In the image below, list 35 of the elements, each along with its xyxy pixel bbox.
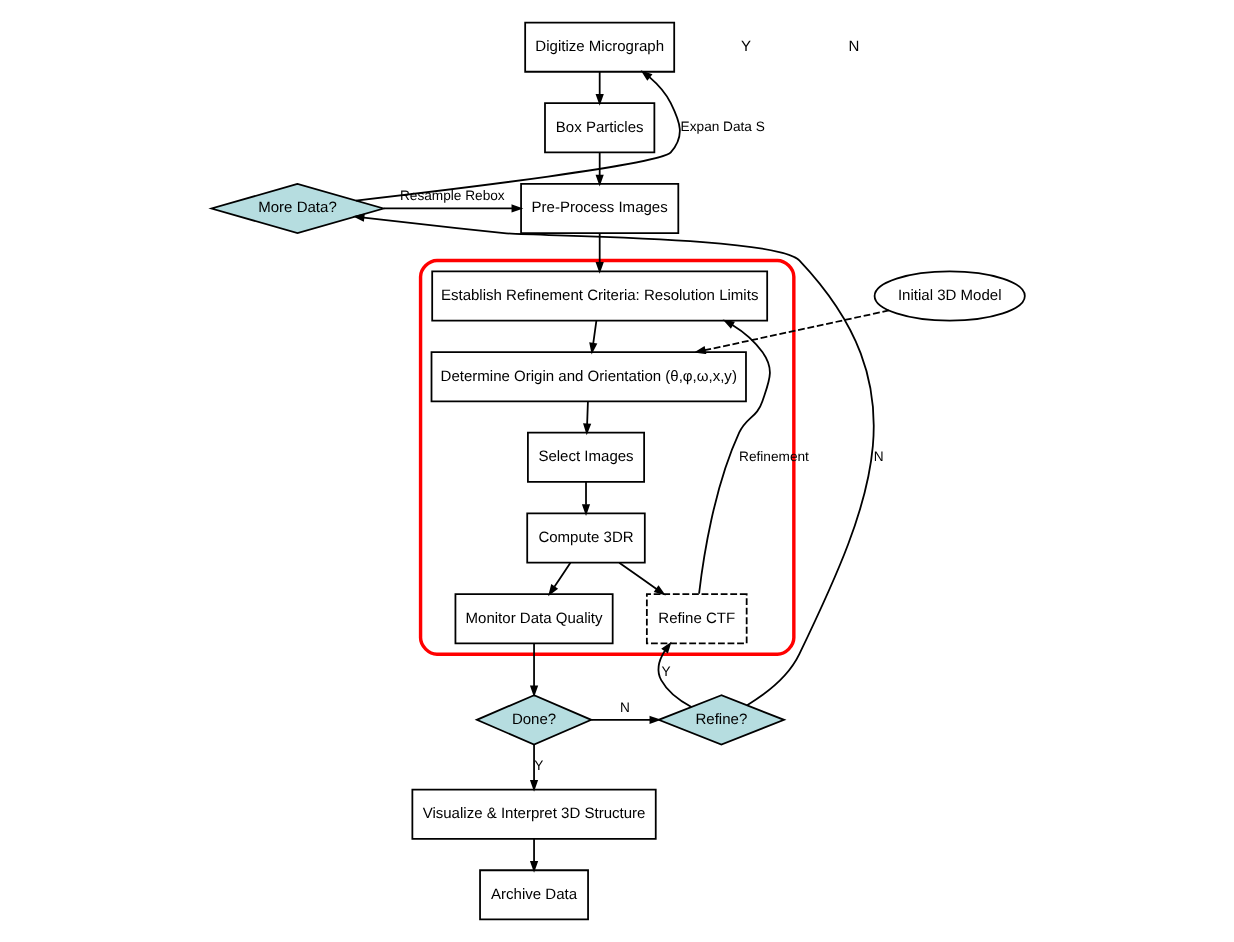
arrow — [594, 232, 603, 274]
label: N — [847, 36, 859, 55]
arrow — [589, 715, 661, 724]
label: Y — [739, 36, 750, 55]
node-box: Digitize Micrograph — [523, 21, 675, 73]
arrow — [692, 309, 889, 355]
node-diamond: Refine? — [655, 694, 786, 746]
node-box: Archive Data — [478, 869, 588, 921]
arrow — [528, 642, 538, 698]
node-box: Pre-Process Images — [519, 183, 679, 234]
node-box: Establish Refinement Criteria: Resolution Limits — [430, 270, 768, 322]
node-box: Compute 3DR — [525, 512, 645, 564]
node-diamond: More Data? — [207, 182, 386, 234]
arrow — [656, 641, 692, 708]
arrow — [594, 71, 603, 106]
arrow — [354, 70, 680, 202]
arrow — [547, 561, 571, 597]
arrow — [588, 319, 597, 355]
node-box: Box Particles — [543, 102, 655, 154]
node-diamond: Done? — [473, 694, 593, 746]
arrow — [582, 400, 591, 436]
node-box: Select Images — [526, 431, 644, 483]
arrow — [528, 838, 538, 873]
arrow — [528, 743, 538, 792]
node-box: Determine Origin and Orientation (θ,φ,ω,x,y) — [429, 351, 746, 403]
arrow — [580, 481, 590, 516]
arrow — [381, 204, 523, 213]
node-box: Refine CTF — [644, 593, 747, 645]
node-ellipse: Initial 3D Model — [872, 270, 1025, 322]
arrow — [697, 319, 770, 595]
node-box: Monitor Data Quality — [453, 593, 613, 645]
node-box: Visualize & Interpret 3D Structure — [410, 788, 656, 840]
arrow — [617, 561, 665, 596]
arrow — [351, 213, 874, 707]
arrow — [594, 151, 603, 187]
